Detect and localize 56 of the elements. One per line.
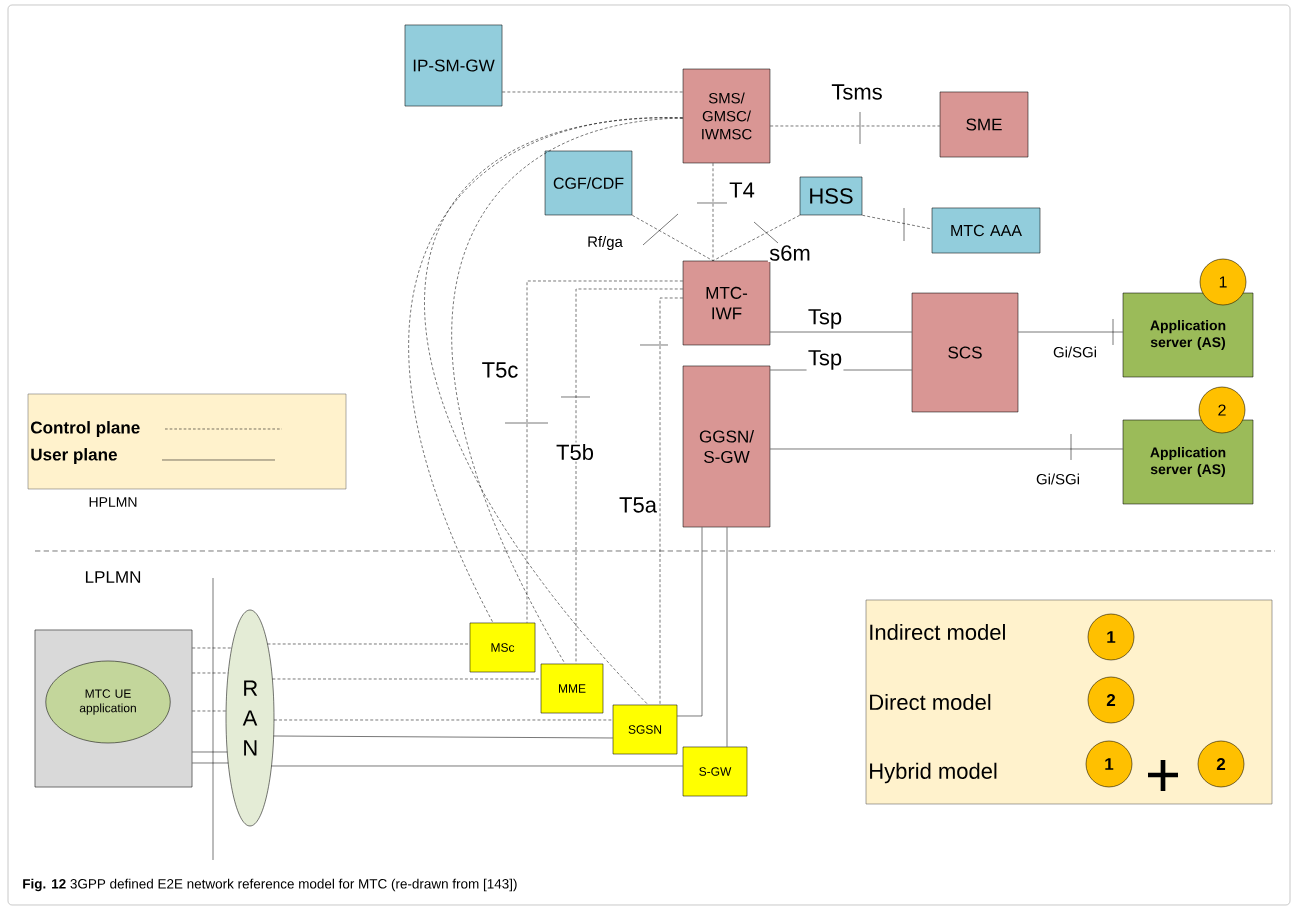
edge-label: Rf/ga (585, 234, 625, 252)
connector-line (192, 762, 229, 764)
connector-line (712, 163, 714, 261)
connector-line (192, 710, 227, 712)
connector-line (726, 527, 728, 747)
connector-line (192, 672, 229, 674)
edge-label: T5b (554, 442, 596, 462)
connector-line (271, 765, 683, 767)
network-box: SGSN (612, 704, 678, 755)
connector-line (575, 288, 684, 664)
edge-label: Gi/SGi (1051, 345, 1099, 359)
connector-line (1018, 331, 1123, 333)
network-box: GGSN/ S-GW (682, 365, 771, 528)
edge-label: Gi/SGi (1034, 472, 1082, 486)
connector-line (769, 125, 940, 127)
network-box: MTC AAA (931, 207, 1041, 254)
edge-label: s6m (767, 243, 813, 263)
network-box: MME (540, 663, 604, 714)
connector-line (659, 297, 684, 705)
network-box: MTC- IWF (682, 260, 771, 346)
network-box: IP-SM-GW (404, 24, 503, 107)
edge-label: Tsp (806, 348, 844, 372)
region-label: LPLMN (85, 571, 141, 583)
network-box: HSS (799, 176, 863, 216)
network-box: CGF/CDF (544, 150, 633, 216)
connector-line (631, 215, 714, 261)
network-box: S-GW (682, 746, 748, 797)
connector-line (192, 647, 232, 649)
server-box: Application server (AS) (1122, 292, 1254, 378)
legend-label: Control plane (30, 421, 140, 437)
edge-label: Tsms (830, 83, 884, 101)
edge-label: T5a (617, 496, 659, 514)
network-box: SMS/ GMSC/ IWMSC (682, 68, 771, 164)
connector-line (769, 331, 912, 333)
connector-line (267, 643, 470, 645)
connector-line (526, 280, 684, 623)
connector-line (192, 751, 228, 753)
network-box: MSc (469, 622, 536, 673)
connector-line (273, 735, 613, 739)
caption: Fig. 12 3GPP defined E2E network reference model for MTC (re-drawn from [143]) (23, 878, 517, 892)
connector-line (862, 215, 932, 230)
connector-line (424, 117, 684, 705)
network-box: SCS (911, 292, 1019, 413)
legend-label: User plane (31, 448, 117, 464)
connector-line (502, 91, 684, 93)
network-box: SME (939, 91, 1029, 158)
connector-line (712, 215, 800, 261)
connector-line (677, 527, 703, 717)
connector-line (273, 719, 613, 721)
edge-label: T5c (480, 361, 520, 379)
region-label: HPLMN (89, 497, 137, 507)
connector-line (769, 448, 1123, 450)
server-box: Application server (AS) (1122, 419, 1254, 505)
edge-label: T4 (727, 181, 757, 199)
edge-label: Tsp (806, 307, 844, 331)
connector-line (272, 678, 541, 680)
